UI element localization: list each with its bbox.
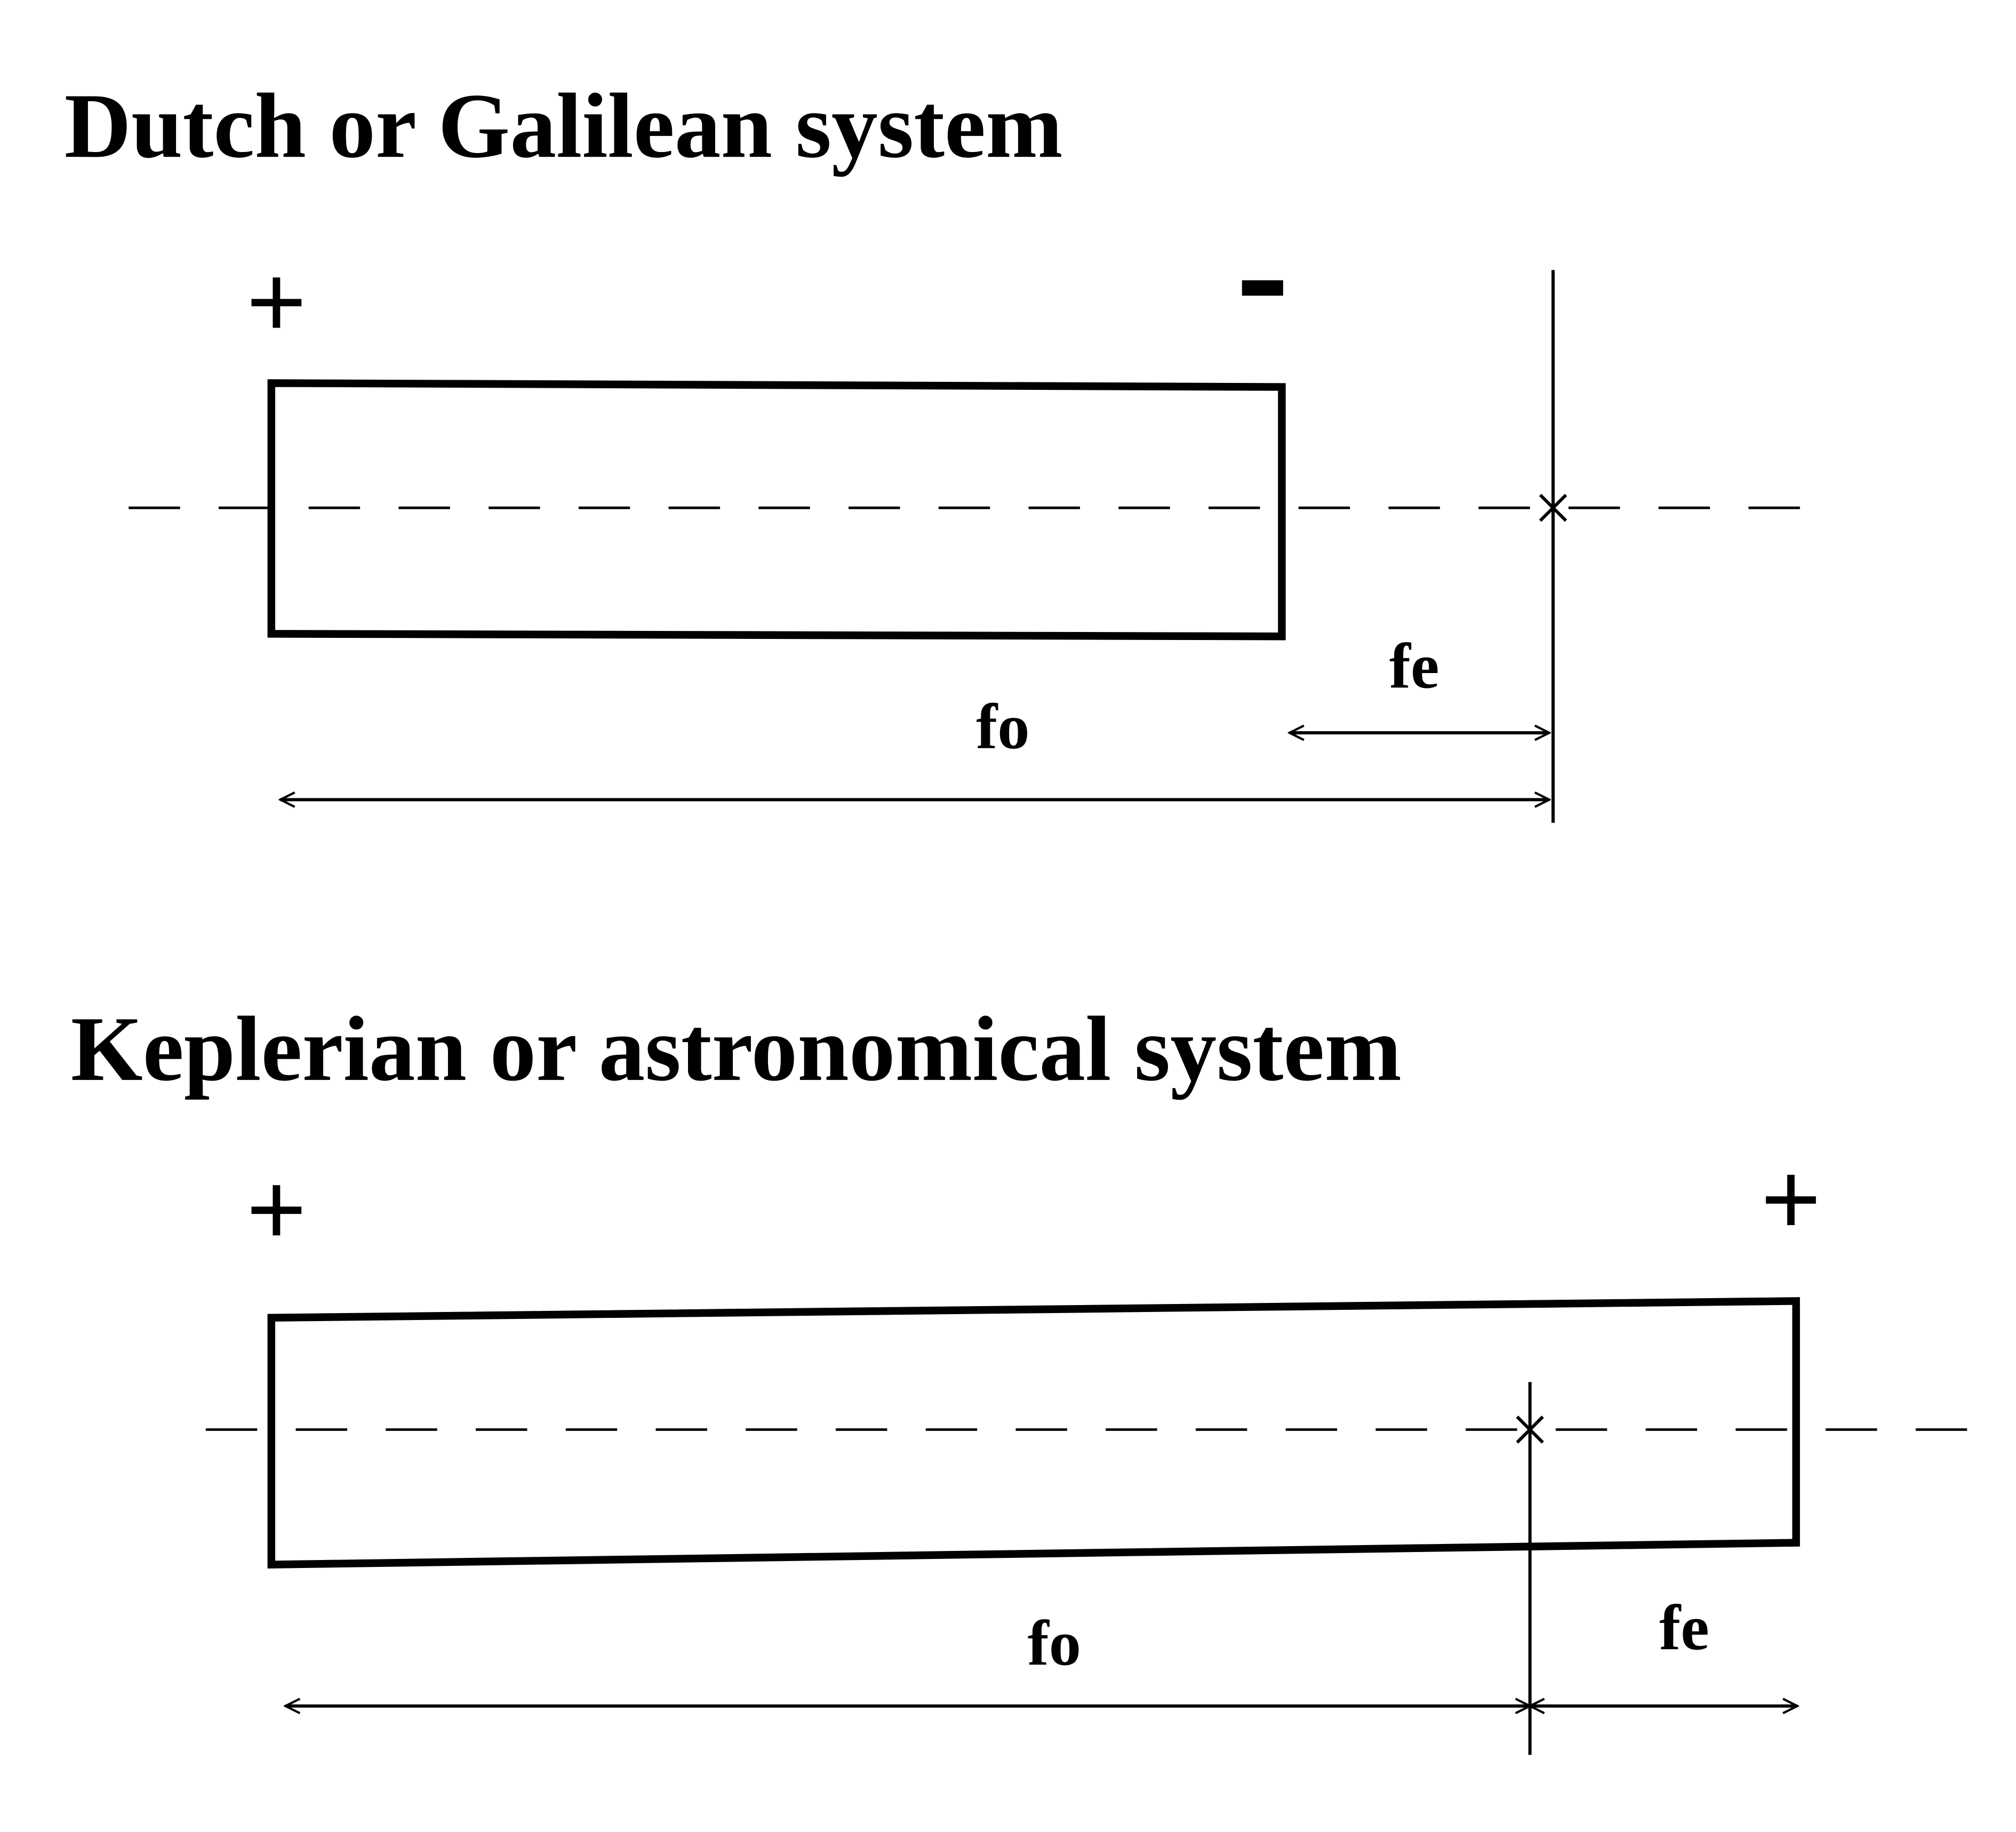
keplerian-diagram: Keplerian or astronomical system + + fo …: [71, 997, 2006, 1755]
telescope-tube: [267, 379, 1286, 641]
galilean-title: Dutch or Galilean system: [65, 74, 1063, 177]
eyepiece-minus-sign: [1242, 280, 1283, 296]
focal-point-mark: [1516, 1415, 1544, 1444]
fe-label: fe: [1389, 631, 1439, 702]
eyepiece-sign: +: [1761, 1141, 1821, 1256]
objective-sign: +: [246, 1151, 307, 1266]
objective-sign: +: [246, 244, 307, 359]
galilean-diagram: Dutch or Galilean system + fe fo: [65, 74, 1820, 823]
fo-label: fo: [1028, 1609, 1081, 1679]
fe-label: fe: [1659, 1593, 1709, 1664]
keplerian-title: Keplerian or astronomical system: [71, 997, 1402, 1100]
telescope-tube: [267, 1297, 1800, 1569]
fo-label: fo: [976, 692, 1029, 763]
focal-point-mark: [1539, 493, 1567, 522]
